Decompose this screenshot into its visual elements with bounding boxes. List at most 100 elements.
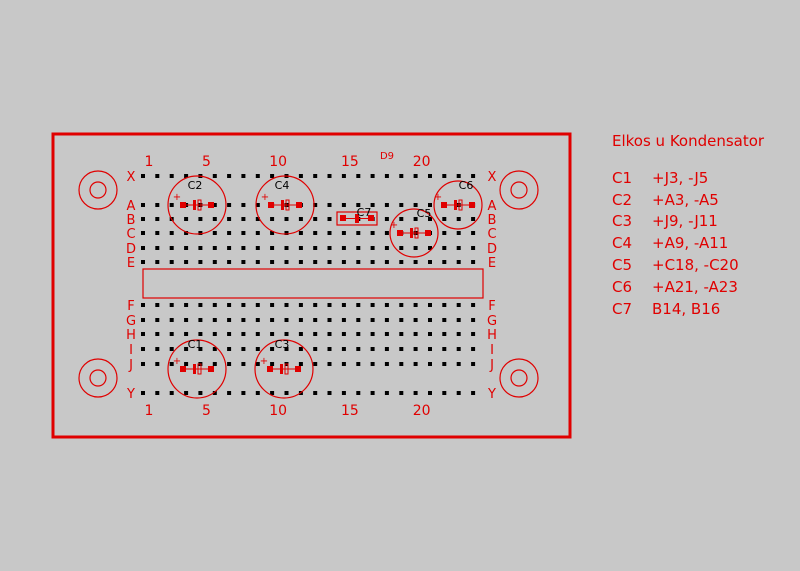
pad <box>255 217 260 221</box>
solder-pad <box>268 202 274 208</box>
component-label: C5 <box>417 207 432 220</box>
pad <box>227 303 232 307</box>
polarity-plus: + <box>434 192 442 203</box>
pad <box>341 391 346 395</box>
pad <box>456 260 461 264</box>
mounting-hole-ring <box>499 358 539 398</box>
pad <box>370 332 375 336</box>
pad <box>255 318 260 322</box>
pad <box>212 231 217 235</box>
legend-row: C2+A3, -A5 <box>612 189 764 211</box>
legend-ref: C2 <box>612 190 633 209</box>
pad <box>241 260 246 264</box>
pad <box>471 217 476 221</box>
pad <box>399 303 404 307</box>
center-channel <box>142 268 484 299</box>
pad <box>327 174 332 178</box>
solder-pad <box>208 202 214 208</box>
row-label-right: C <box>487 227 496 242</box>
pad <box>184 246 189 250</box>
pad <box>413 347 418 351</box>
capacitor-plate <box>281 200 284 210</box>
solder-pad <box>296 202 302 208</box>
pad <box>169 318 174 322</box>
pad <box>313 362 318 366</box>
pad <box>384 303 389 307</box>
pad <box>298 332 303 336</box>
pad <box>270 332 275 336</box>
row-label-left: B <box>127 213 136 228</box>
pad <box>356 318 361 322</box>
pad <box>241 203 246 207</box>
solder-pad <box>441 202 447 208</box>
pad <box>169 231 174 235</box>
solder-pad <box>368 215 374 221</box>
pad <box>241 318 246 322</box>
pad <box>456 362 461 366</box>
pad <box>456 246 461 250</box>
pad <box>370 318 375 322</box>
row-label-left: X <box>127 170 136 185</box>
pad <box>212 318 217 322</box>
pad <box>442 303 447 307</box>
solder-pad <box>180 366 186 372</box>
pad <box>255 260 260 264</box>
row-label-right: H <box>487 328 497 343</box>
pad <box>141 246 145 250</box>
pad <box>212 391 217 395</box>
pad <box>442 231 447 235</box>
pad <box>241 174 246 178</box>
legend-connection: +A21, -A23 <box>652 277 738 296</box>
pad <box>169 246 174 250</box>
pad <box>270 391 275 395</box>
pad <box>212 362 217 366</box>
pad <box>227 391 232 395</box>
mounting-hole-inner <box>89 369 107 387</box>
pad <box>155 231 160 235</box>
pad <box>169 260 174 264</box>
pad <box>399 246 404 250</box>
pad <box>198 303 203 307</box>
pad <box>198 347 203 351</box>
pad <box>169 347 174 351</box>
solder-pad <box>208 366 214 372</box>
pad <box>356 303 361 307</box>
pad <box>227 362 232 366</box>
pad <box>327 246 332 250</box>
legend-title: Elkos u Kondensator <box>612 132 765 150</box>
capacitor-plate <box>414 227 419 239</box>
pad-grid <box>141 174 476 395</box>
column-number-top: 10 <box>269 154 287 170</box>
pad <box>270 303 275 307</box>
row-label-right: Y <box>487 387 496 402</box>
pad <box>384 231 389 235</box>
pad <box>284 347 289 351</box>
pad <box>442 260 447 264</box>
column-number-bottom: 15 <box>341 403 359 419</box>
pad <box>370 362 375 366</box>
legend-ref: C6 <box>612 277 633 296</box>
capacitor-plate <box>193 200 196 210</box>
pad <box>471 246 476 250</box>
pad <box>155 303 160 307</box>
pad <box>255 203 260 207</box>
mounting-hole-inner <box>89 181 107 199</box>
pad <box>442 174 447 178</box>
pad <box>428 217 432 221</box>
pad <box>212 217 217 221</box>
solder-pad <box>425 230 431 236</box>
pad <box>428 362 432 366</box>
component-c2: +C2 <box>167 175 227 235</box>
pad <box>169 203 174 207</box>
pad <box>141 231 145 235</box>
pad <box>141 391 145 395</box>
pad <box>241 391 246 395</box>
row-label-left: G <box>126 314 136 329</box>
pad <box>155 362 160 366</box>
pad <box>255 391 260 395</box>
pad <box>255 347 260 351</box>
pad <box>155 391 160 395</box>
pad <box>284 260 289 264</box>
